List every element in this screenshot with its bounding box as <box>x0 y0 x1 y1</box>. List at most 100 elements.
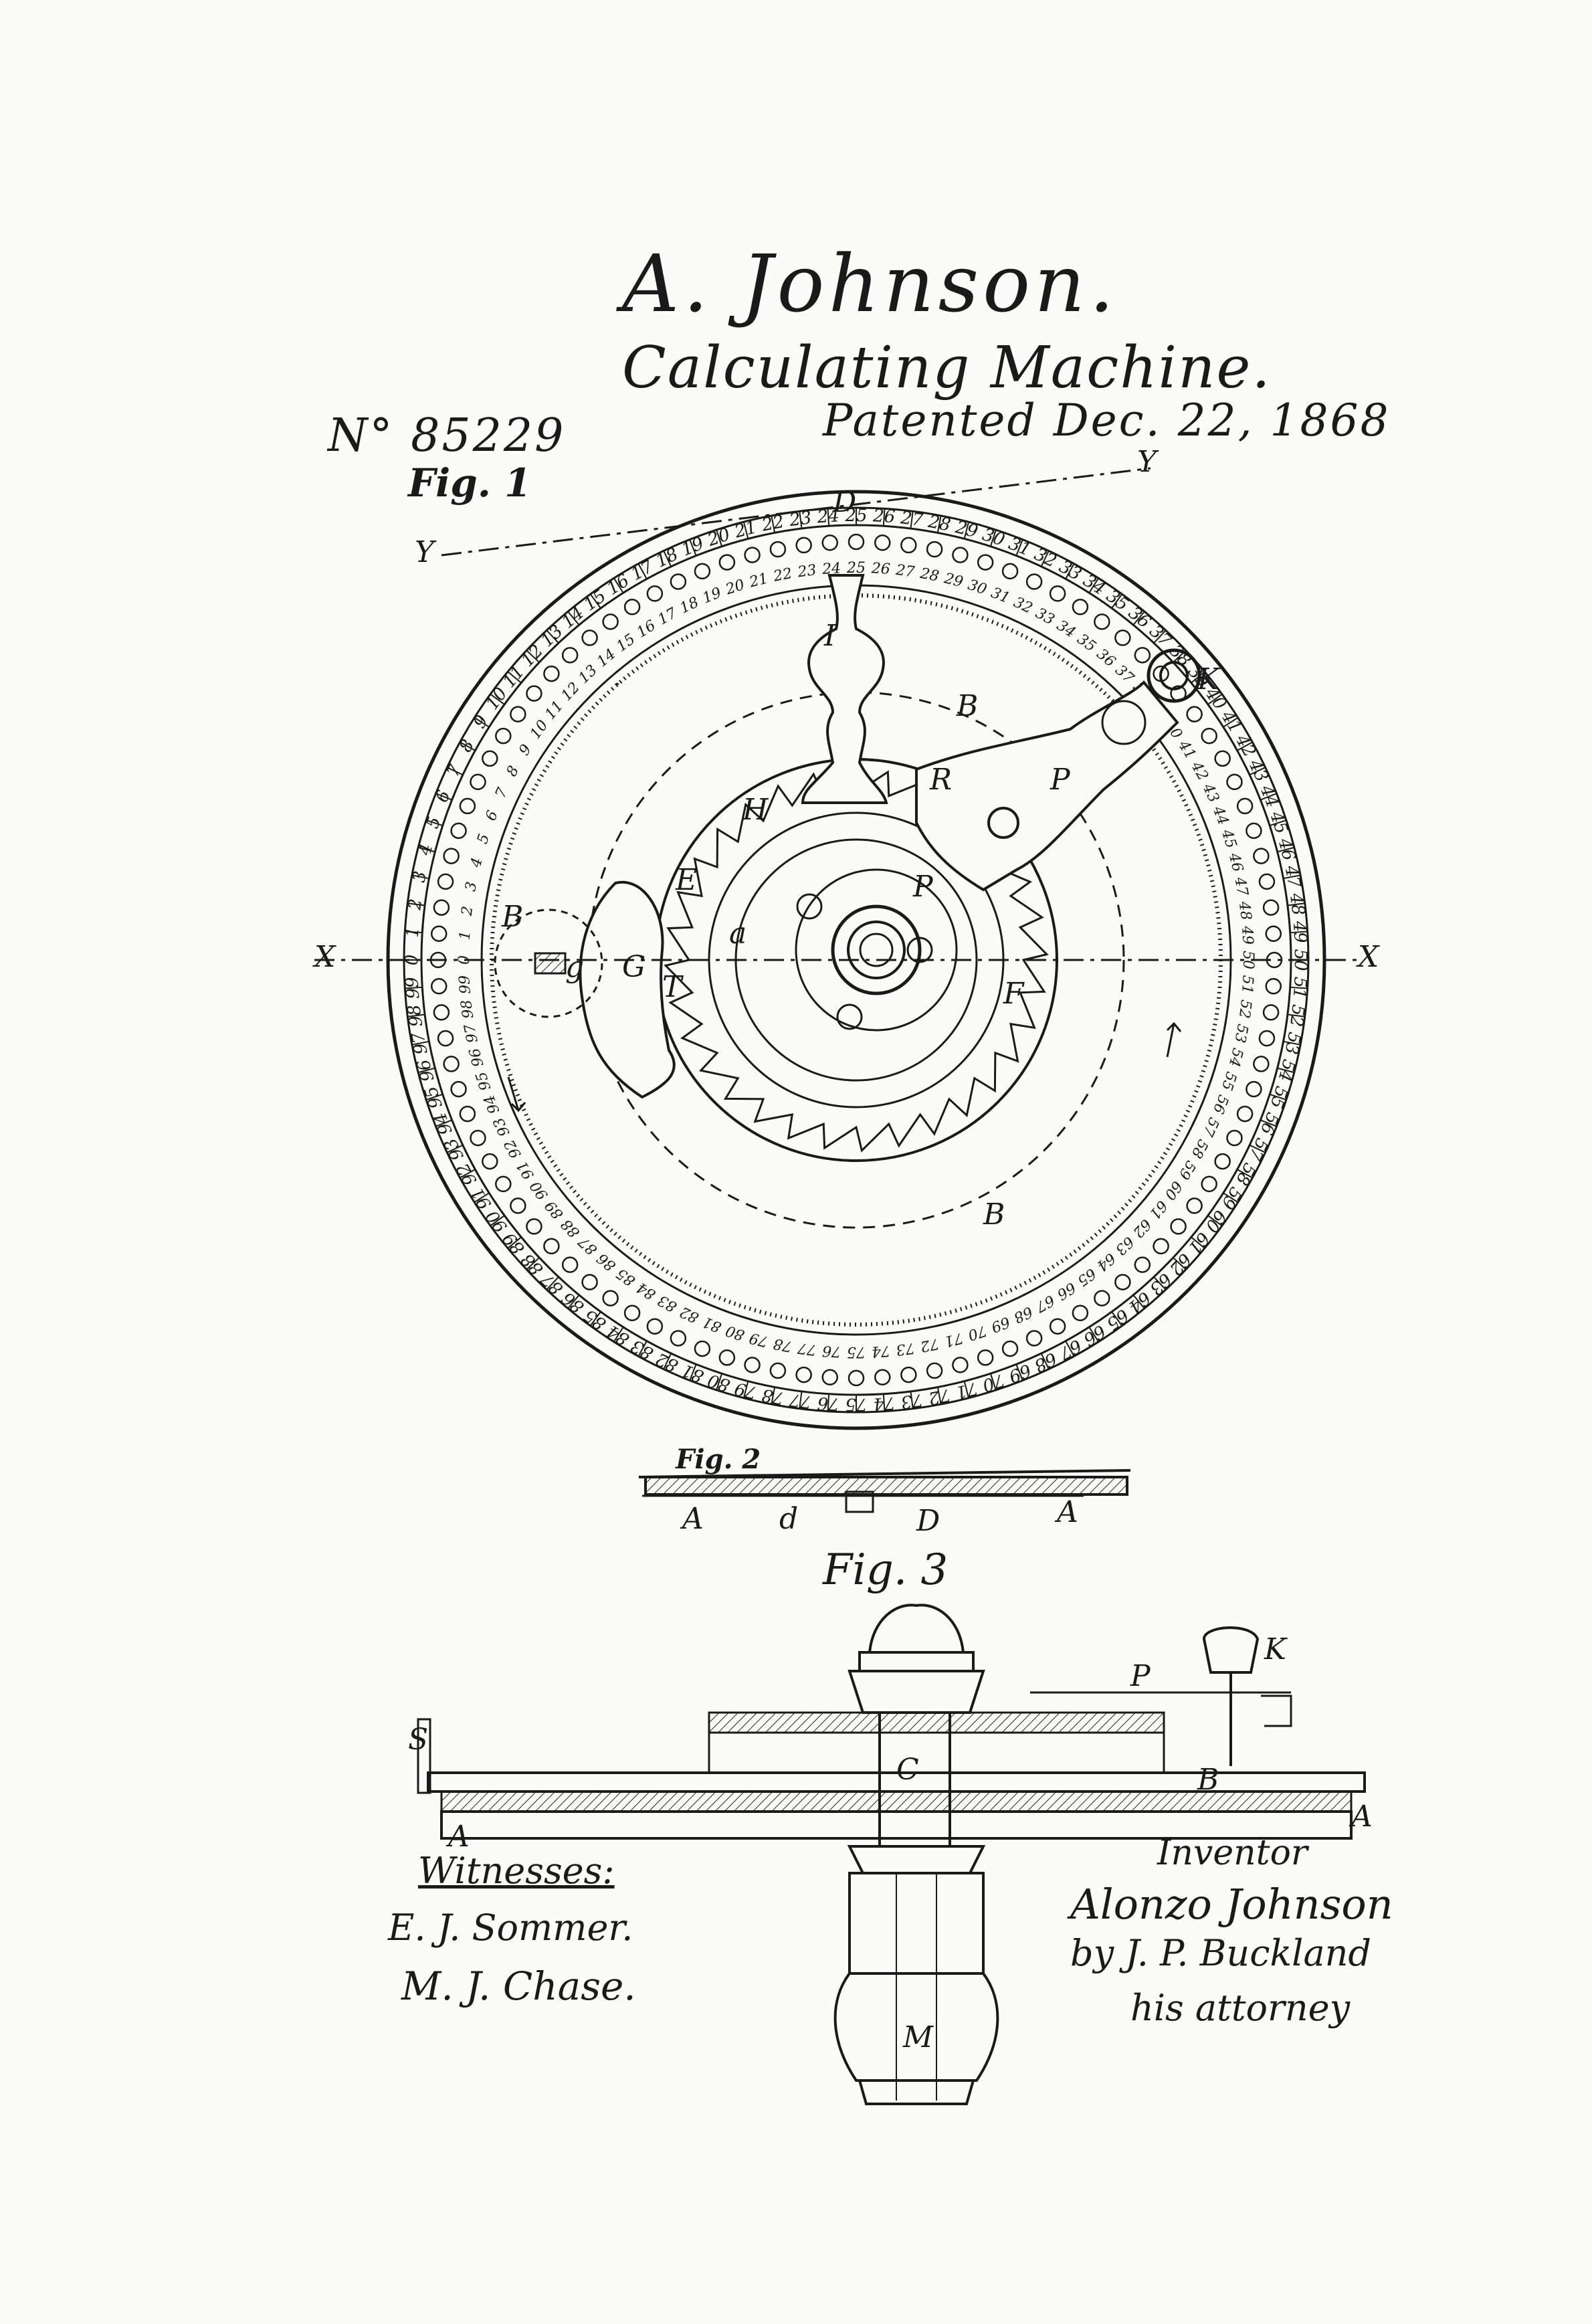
dial-hole <box>821 534 839 551</box>
dial-number: 0 <box>402 955 422 966</box>
dial-number: 77 <box>788 1389 813 1412</box>
dial-divider <box>474 1192 490 1203</box>
dial-divider <box>405 986 423 989</box>
dial-hole <box>1114 1274 1131 1290</box>
dial-number: 13 <box>537 621 567 652</box>
dial-hole <box>443 1056 460 1072</box>
dial-number: 21 <box>732 517 759 543</box>
dial-hole <box>1258 1030 1276 1047</box>
dial-divider <box>526 1257 540 1270</box>
dial-number: 1 <box>403 926 423 938</box>
witness-1: E. J. Sommer. <box>388 1907 633 1949</box>
dial-number: 14 <box>558 603 588 632</box>
patent-date: Patented Dec. 22, 1868 <box>823 395 1391 446</box>
dial-divider <box>1040 550 1050 567</box>
dial-inner-number: 72 <box>919 1335 940 1355</box>
dial-number: 30 <box>980 524 1007 551</box>
dial-divider <box>989 1373 997 1391</box>
dial-hole <box>526 685 542 702</box>
dial-divider <box>1040 1353 1050 1370</box>
dial-divider <box>771 515 776 533</box>
dial-inner-number: 15 <box>613 631 638 656</box>
dial-inner-number: 56 <box>1209 1092 1232 1116</box>
dial-inner-number: 80 <box>724 1322 747 1343</box>
dial-hole <box>433 1004 450 1021</box>
fig3-label: Fig. 3 <box>823 1545 949 1595</box>
dial-inner-number: 5 <box>474 832 493 846</box>
dial-divider <box>1290 986 1308 989</box>
fig3-label-M: M <box>903 2020 934 2054</box>
dial-hole <box>482 750 498 767</box>
dial-divider <box>1287 902 1305 906</box>
dial-inner-number: 88 <box>558 1216 583 1241</box>
dial-inner-number: 35 <box>1074 631 1098 656</box>
dial-divider <box>460 741 476 751</box>
fig3-label-A-left: A <box>448 1820 470 1854</box>
screw-1 <box>796 893 823 920</box>
dial-hole <box>795 537 812 554</box>
dial-inner-number: 31 <box>989 585 1012 607</box>
dial-divider <box>1269 1093 1287 1100</box>
fig2-label-d: d <box>779 1502 799 1536</box>
dial-hole <box>1072 1304 1089 1321</box>
dial-hole <box>510 706 526 722</box>
dial-number: 59 <box>1217 1183 1246 1213</box>
dial-number: 83 <box>627 1335 656 1363</box>
dial-inner-number: 22 <box>771 565 793 585</box>
dial-inner-number: 91 <box>514 1157 538 1182</box>
dial-hole <box>470 1129 486 1147</box>
dial-inner-number: 86 <box>594 1250 619 1274</box>
dial-hole <box>561 647 579 664</box>
dial-divider <box>799 1391 803 1409</box>
hub-center <box>859 933 894 967</box>
dial-hole <box>1253 848 1270 864</box>
dial-hole <box>1236 1105 1254 1123</box>
dial-hole <box>433 899 450 916</box>
dial-number: 29 <box>953 517 979 543</box>
dial-hole <box>670 573 687 590</box>
dial-inner-number: 54 <box>1225 1046 1246 1068</box>
dial-divider <box>1015 539 1023 557</box>
dial-hole <box>510 1197 526 1214</box>
dial-divider <box>1277 846 1295 853</box>
dial-divider <box>407 1013 425 1018</box>
dial-divider <box>425 819 443 827</box>
top-knob <box>868 1604 965 1654</box>
dial-inner-number: 37 <box>1112 662 1137 686</box>
dial-number: 3 <box>409 870 431 884</box>
dial-inner-number: 65 <box>1074 1264 1098 1289</box>
dial-inner-number: 97 <box>462 1023 482 1044</box>
dial-number: 95 <box>421 1084 447 1111</box>
dial-hole <box>694 1340 711 1357</box>
dial-hole <box>1049 585 1066 602</box>
dial-divider <box>910 1391 914 1409</box>
dial-number: 6 <box>432 787 455 805</box>
label-B-left: B <box>502 900 524 934</box>
dial-divider <box>1260 1119 1277 1127</box>
dial-number: 87 <box>537 1268 567 1298</box>
dial-divider <box>446 767 464 776</box>
dial-number: 34 <box>1080 571 1109 599</box>
dial-number: 57 <box>1244 1135 1272 1163</box>
label-I: I <box>824 619 836 653</box>
fig3-label-B: B <box>1197 1763 1219 1797</box>
dial-inner-number: 43 <box>1199 781 1222 805</box>
dial-inner-number: 94 <box>481 1092 504 1116</box>
dial-inner-number: 41 <box>1175 737 1199 763</box>
dial-inner-number: 13 <box>575 662 601 686</box>
dial-number: 70 <box>980 1369 1007 1395</box>
dial-divider <box>589 1311 601 1327</box>
knob-K <box>1147 648 1201 703</box>
dial-number: 55 <box>1266 1084 1292 1111</box>
dial-hole <box>459 797 476 815</box>
dial-divider <box>417 1067 435 1074</box>
dial-inner-number: 32 <box>1011 594 1035 617</box>
dial-inner-number: 71 <box>942 1329 965 1350</box>
dial-hole <box>1265 925 1282 943</box>
dial-ticks <box>404 508 1308 1412</box>
dial-number: 54 <box>1274 1057 1298 1084</box>
dial-hole <box>1258 873 1276 890</box>
lever-arm-P <box>915 680 1179 892</box>
dial-inner-number: 67 <box>1033 1291 1058 1315</box>
